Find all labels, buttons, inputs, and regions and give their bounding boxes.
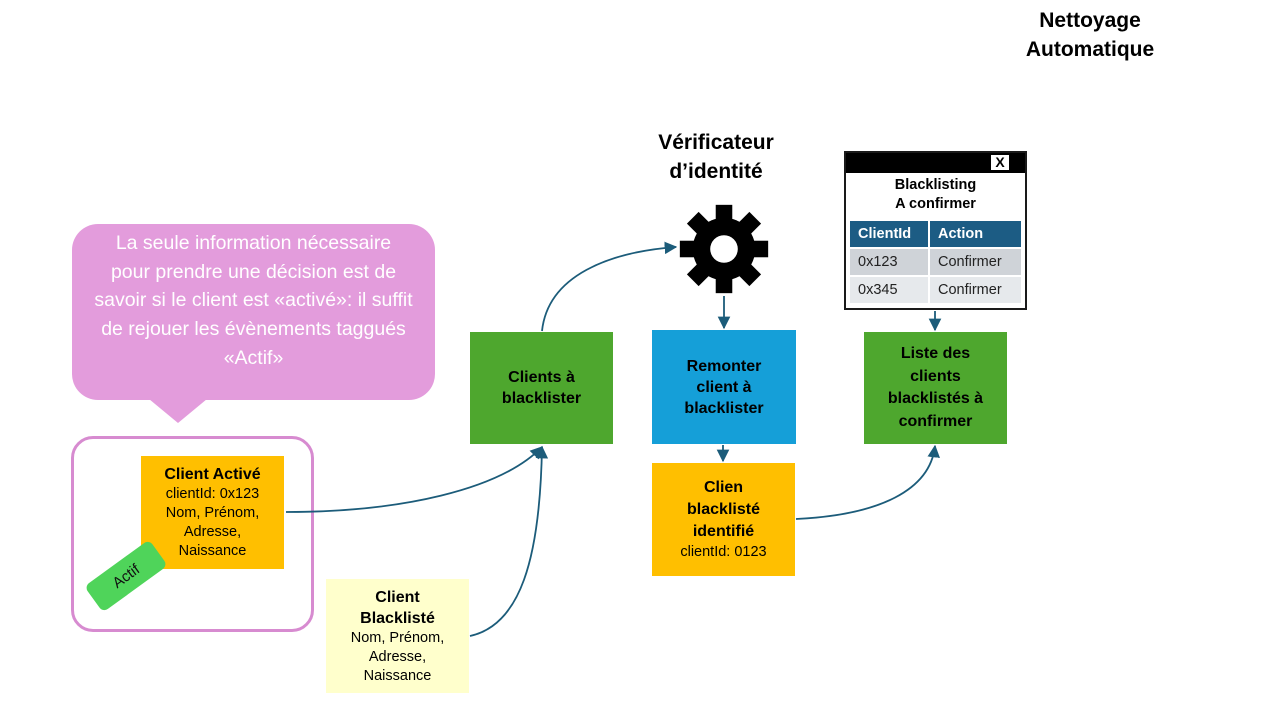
- close-button[interactable]: X: [991, 155, 1009, 170]
- table-header-cell: ClientId: [850, 221, 930, 247]
- clients-to-blacklist-label: Clients à blacklister: [501, 369, 582, 407]
- client-active-line: Nom, Prénom,: [165, 505, 260, 521]
- client-active-title: Client Activé: [164, 466, 261, 483]
- arrow-identified-to-list: [795, 444, 940, 520]
- arrow-blacklisted-to-blacklist: [469, 445, 549, 637]
- client-active-line: clientId: 0x123: [165, 486, 260, 502]
- confirm-action[interactable]: Confirmer: [930, 249, 1021, 275]
- client-active-line: Naissance: [178, 543, 247, 559]
- window-title: Blacklisting A confirmer: [894, 177, 977, 212]
- speech-bubble-tail: [149, 399, 207, 423]
- gear-icon: [679, 204, 769, 294]
- client-blacklisted-line: Adresse,: [368, 648, 427, 665]
- raise-client-label: Remonter client à blacklister: [684, 357, 764, 417]
- identified-client-detail: clientId: 0123: [680, 544, 767, 560]
- clients-to-blacklist-box: Clients à blacklister: [470, 332, 613, 444]
- confirm-table: ClientId Action 0x123 Confirmer 0x345 Co…: [850, 219, 1021, 305]
- confirm-list-box: Liste des clients blacklistés à confirme…: [864, 332, 1007, 444]
- table-cell-clientid: 0x123: [850, 249, 930, 275]
- table-row: 0x123 Confirmer: [850, 249, 1021, 275]
- blacklisting-window: X Blacklisting A confirmer ClientId Acti…: [844, 151, 1027, 310]
- speech-bubble: La seule information nécessaire pour pre…: [72, 224, 435, 400]
- arrow-active-to-blacklist: [285, 446, 543, 513]
- verifier-title: Vérificateur d’identité: [658, 131, 774, 183]
- confirm-action[interactable]: Confirmer: [930, 277, 1021, 303]
- client-blacklisted-line: Nom, Prénom,: [350, 629, 445, 646]
- client-blacklisted-line: Naissance: [363, 667, 432, 684]
- client-active-card: Client Activé clientId: 0x123 Nom, Préno…: [141, 456, 284, 569]
- client-blacklisted-card: Client Blacklisté Nom, Prénom, Adresse, …: [326, 579, 469, 693]
- client-active-line: Adresse,: [183, 524, 242, 540]
- table-cell-clientid: 0x345: [850, 277, 930, 303]
- table-row: 0x345 Confirmer: [850, 277, 1021, 303]
- table-header-row: ClientId Action: [850, 221, 1021, 247]
- client-blacklisted-title: Client Blacklisté: [360, 588, 435, 627]
- table-header-cell: Action: [930, 221, 1021, 247]
- page-title: Nettoyage Automatique: [1025, 9, 1155, 61]
- window-title-bar: X: [846, 153, 1025, 173]
- raise-client-box: Remonter client à blacklister: [652, 330, 796, 444]
- identified-client-box: Clien blacklisté identifié clientId: 012…: [652, 463, 795, 576]
- arrow-blacklist-to-verifier: [541, 241, 678, 332]
- identified-client-title: Clien blacklisté identifié: [687, 479, 760, 540]
- confirm-list-label: Liste des clients blacklistés à confirme…: [887, 345, 984, 430]
